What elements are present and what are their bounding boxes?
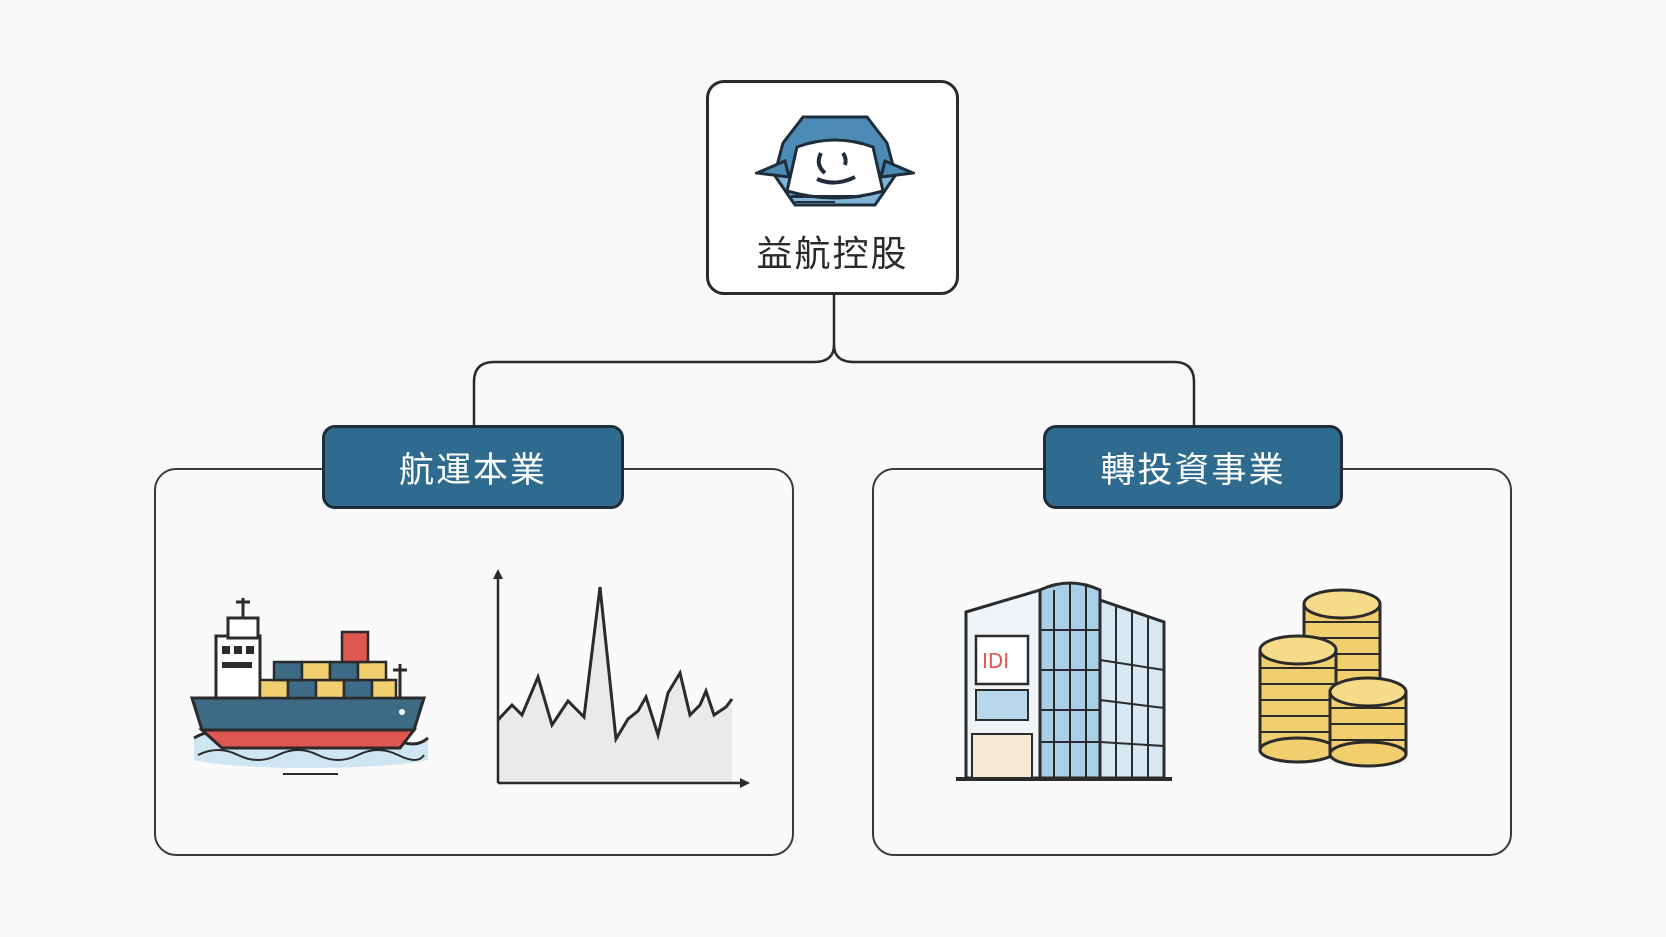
- root-node: 益航控股: [706, 80, 959, 295]
- svg-text:IDI: IDI: [982, 649, 1009, 673]
- container-ship-icon: [189, 598, 429, 775]
- coin-stacks-icon: [1258, 588, 1408, 768]
- volatile-line-chart-icon: [493, 569, 750, 788]
- branch-panel-shipping: [154, 468, 794, 856]
- category-shipping-tab: 航運本業: [322, 425, 624, 509]
- branch-panel-investment: IDI: [872, 468, 1512, 856]
- category-investment-tab: 轉投資事業: [1043, 425, 1343, 509]
- department-store-building-icon: IDI: [956, 581, 1172, 781]
- root-title: 益航控股: [756, 234, 909, 275]
- ship-emblem-icon: [755, 115, 915, 207]
